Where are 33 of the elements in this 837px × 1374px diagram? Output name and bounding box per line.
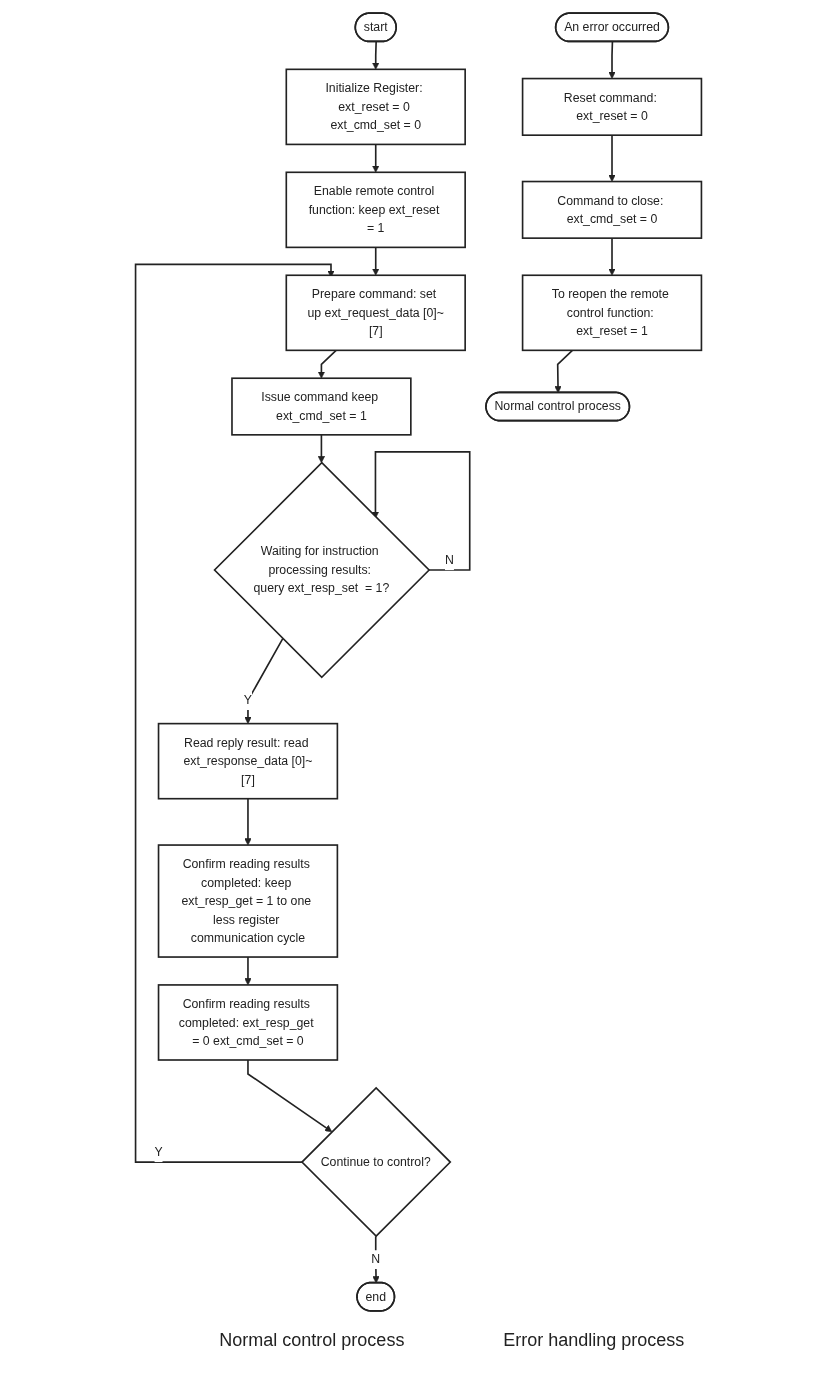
- node-diamond: Continue to control?: [300, 1086, 452, 1238]
- node-box: Initialize Register: ext_reset = 0 ext_cmd_set = 0: [285, 68, 466, 146]
- arrow: [372, 143, 380, 173]
- node-box: Confirm reading results completed: ext_resp_get = 0 ext_cmd_set = 0: [157, 984, 339, 1061]
- arrow: [247, 1059, 333, 1133]
- node-diamond: Waiting for instruction processing results: query ext_resp_set = 1?: [213, 461, 431, 679]
- arrow: [608, 237, 616, 276]
- node-box: Command to close: ext_cmd_set = 0: [521, 180, 703, 239]
- node-box: Confirm reading results completed: keep ext_resp_get = 1 to one less register communication cycle: [157, 844, 339, 958]
- arrow: [554, 349, 574, 394]
- node-box: To reopen the remote control function: ext_reset = 1: [521, 274, 703, 352]
- edge-label: Y: [154, 1144, 163, 1159]
- arrow: [317, 349, 337, 379]
- arrow: [317, 434, 325, 464]
- edge-label: Y: [243, 692, 253, 707]
- node-box: Reset command: ext_reset = 0: [521, 77, 703, 136]
- node-box: Prepare command: set up ext_request_data [0]~[7]: [285, 274, 466, 352]
- process-caption: Normal control process: [219, 1330, 405, 1351]
- arrow: [371, 451, 471, 571]
- arrow: [244, 797, 252, 846]
- arrow: [372, 41, 380, 70]
- node-box: Issue command keep ext_cmd_set = 1: [231, 377, 412, 436]
- arrow: [244, 956, 252, 986]
- arrow: [608, 134, 616, 182]
- edge-label: N: [371, 1251, 381, 1266]
- arrow: [608, 41, 616, 79]
- arrow: [244, 637, 284, 724]
- process-caption: Error handling process: [503, 1330, 685, 1351]
- node-box: Enable remote control function: keep ext_reset = 1: [285, 171, 466, 249]
- arrow: [134, 263, 335, 1163]
- arrow: [372, 246, 380, 276]
- node-box: Read reply result: read ext_response_data [0]~[7]: [157, 722, 339, 800]
- edge-label: N: [444, 552, 454, 567]
